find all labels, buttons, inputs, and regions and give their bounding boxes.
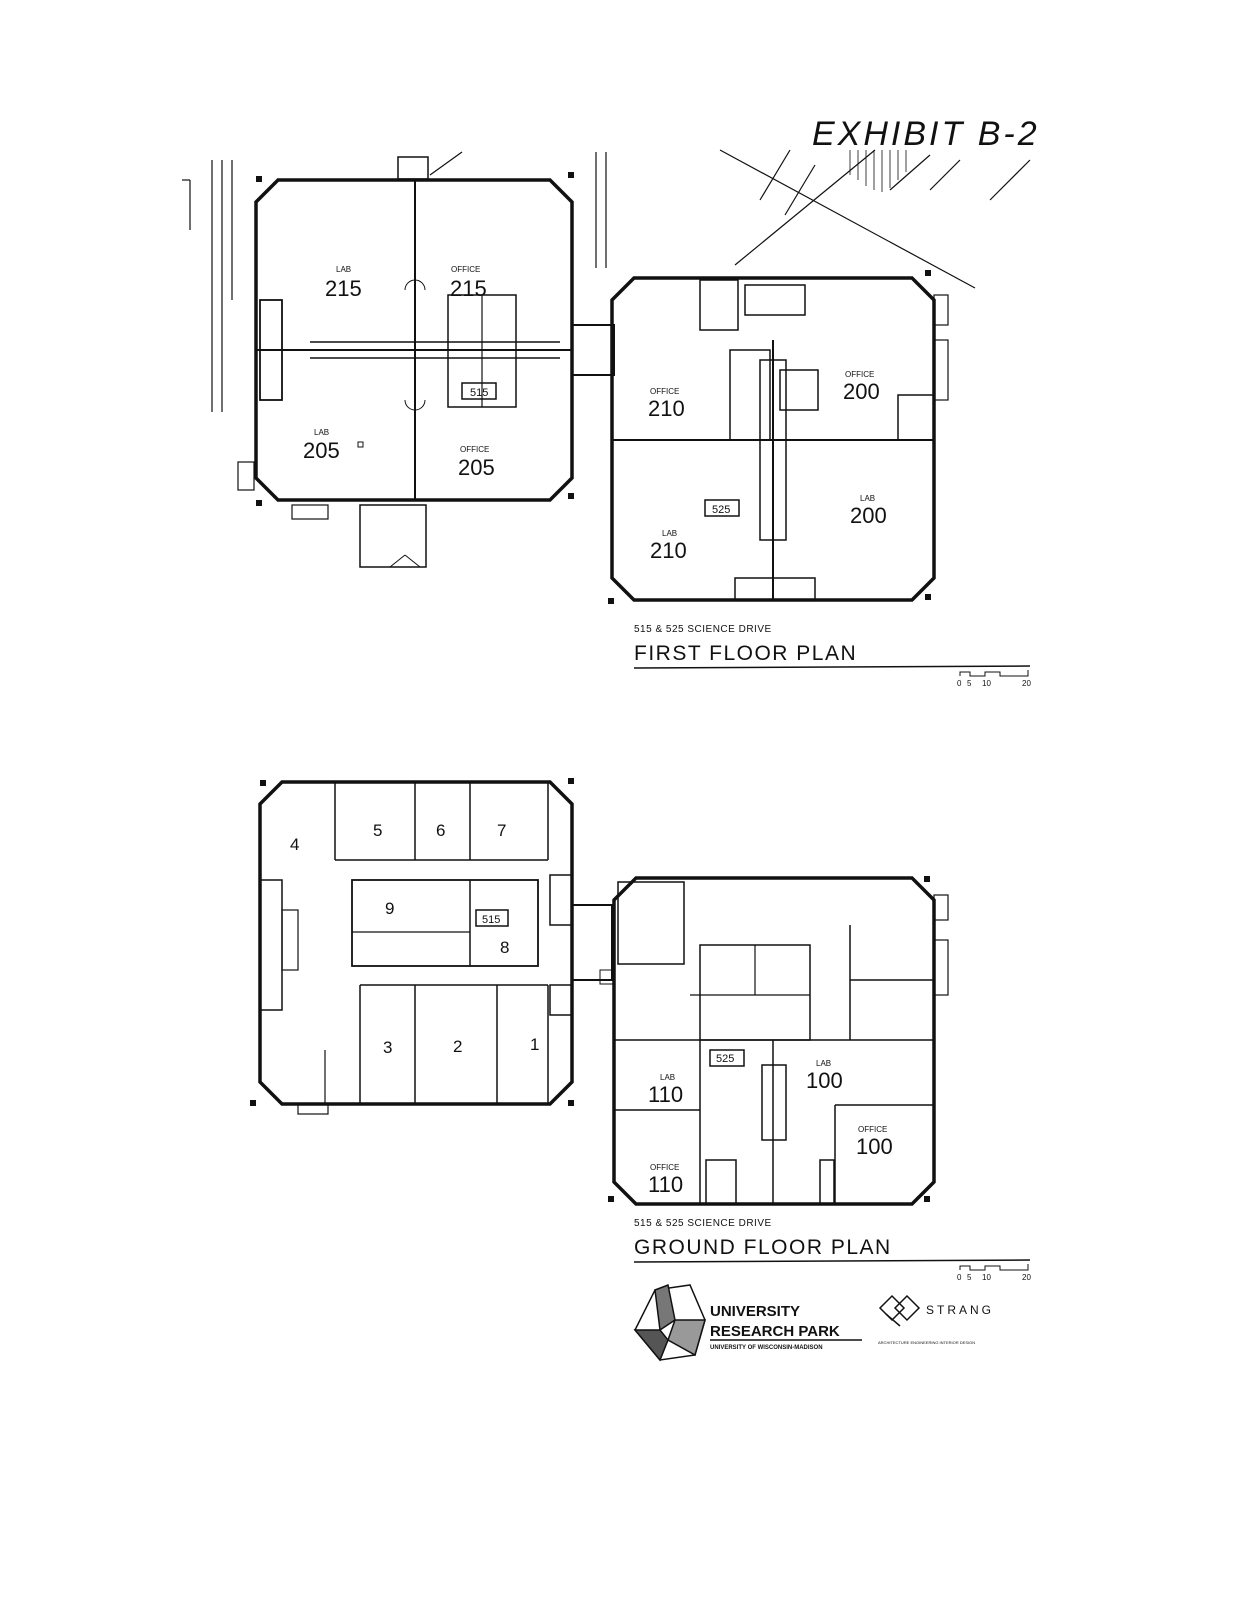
room-number: 8 <box>500 938 509 957</box>
room-number: 215 <box>325 276 362 301</box>
first-floor-address: 515 & 525 SCIENCE DRIVE <box>634 624 772 635</box>
bldg-525-first-outline <box>610 276 936 602</box>
first-floor-title: FIRST FLOOR PLAN <box>634 642 857 665</box>
corner-markers-first <box>256 172 931 604</box>
room-number: 210 <box>650 538 687 563</box>
room-number: 210 <box>648 396 685 421</box>
room-kind: LAB <box>314 428 329 437</box>
room-kind: OFFICE <box>858 1125 887 1134</box>
ground-floor-labels: 515 525 1 2 3 4 5 6 7 8 9 LAB 110 LAB 10… <box>290 821 893 1259</box>
scale-tick: 10 <box>982 1273 991 1282</box>
strang-logo-name: STRANG <box>926 1303 994 1317</box>
room-number: 100 <box>856 1134 893 1159</box>
room-number: 200 <box>850 503 887 528</box>
ground-floor-plan <box>258 780 949 1206</box>
room-kind: OFFICE <box>650 387 679 396</box>
room-kind: OFFICE <box>451 265 480 274</box>
bldg-515-tag: 515 <box>482 914 500 926</box>
room-number: 215 <box>450 276 487 301</box>
room-number: 205 <box>303 438 340 463</box>
room-number: 5 <box>373 821 382 840</box>
bldg-525-tag-box <box>704 499 740 517</box>
room-kind: LAB <box>662 529 677 538</box>
hatched-area <box>849 150 907 192</box>
room-number: 2 <box>453 1037 462 1056</box>
bldg-515-ground-tag-box <box>475 909 509 927</box>
scale-tick: 20 <box>1022 679 1031 688</box>
bldg-515-first-outline <box>254 178 574 502</box>
scale-tick: 20 <box>1022 1273 1031 1282</box>
urp-logo-line3: UNIVERSITY OF WISCONSIN-MADISON <box>710 1345 823 1351</box>
bldg-515-tag-box <box>461 382 497 400</box>
scale-bar-first: 0 5 10 20 <box>957 670 1031 688</box>
title-underline <box>633 1259 1031 1263</box>
room-kind: OFFICE <box>650 1163 679 1172</box>
title-underline <box>633 665 1031 669</box>
scale-bar-ground: 0 5 10 20 <box>957 1264 1031 1282</box>
urp-logo-line1: UNIVERSITY <box>710 1303 800 1320</box>
room-number: 100 <box>806 1068 843 1093</box>
room-kind: LAB <box>660 1073 675 1082</box>
room-kind: LAB <box>816 1059 831 1068</box>
scale-tick: 0 <box>957 1273 962 1282</box>
room-number: 3 <box>383 1038 392 1057</box>
room-kind: OFFICE <box>845 370 874 379</box>
bldg-515-tag: 515 <box>470 387 488 399</box>
room-kind: LAB <box>336 265 351 274</box>
urp-logo-line2: RESEARCH PARK <box>710 1323 840 1340</box>
room-number: 200 <box>843 379 880 404</box>
first-floor-plan <box>182 149 1031 602</box>
room-number: 110 <box>648 1172 683 1197</box>
strang-logo-sub: ARCHITECTURE ENGINEERING INTERIOR DESIGN <box>878 1340 975 1345</box>
room-number: 6 <box>436 821 445 840</box>
room-number: 1 <box>530 1035 539 1054</box>
scale-tick: 5 <box>967 1273 972 1282</box>
site-lines <box>182 149 1031 412</box>
room-kind: OFFICE <box>460 445 489 454</box>
bldg-525-ground-outline <box>612 876 936 1206</box>
room-number: 7 <box>497 821 506 840</box>
room-kind: LAB <box>860 494 875 503</box>
room-number: 4 <box>290 835 299 854</box>
bldg-525-tag: 525 <box>716 1053 734 1065</box>
room-number: 110 <box>648 1082 683 1107</box>
urp-logo-icon <box>633 1283 706 1362</box>
scale-tick: 0 <box>957 679 962 688</box>
exhibit-label: EXHIBIT B-2 <box>812 115 1040 153</box>
first-floor-labels: 515 525 LAB 215 OFFICE 215 LAB 205 OFFIC… <box>303 265 887 665</box>
bldg-525-tag: 525 <box>712 504 730 516</box>
ground-floor-title: GROUND FLOOR PLAN <box>634 1236 892 1259</box>
strang-logo-icon <box>878 1294 921 1327</box>
ground-floor-address: 515 & 525 SCIENCE DRIVE <box>634 1218 772 1229</box>
corner-markers-ground <box>250 778 930 1202</box>
bldg-525-ground-tag-box <box>709 1049 745 1067</box>
bldg-515-ground-outline <box>258 780 574 1106</box>
room-number: 205 <box>458 455 495 480</box>
scale-tick: 5 <box>967 679 972 688</box>
scale-tick: 10 <box>982 679 991 688</box>
room-number: 9 <box>385 899 394 918</box>
